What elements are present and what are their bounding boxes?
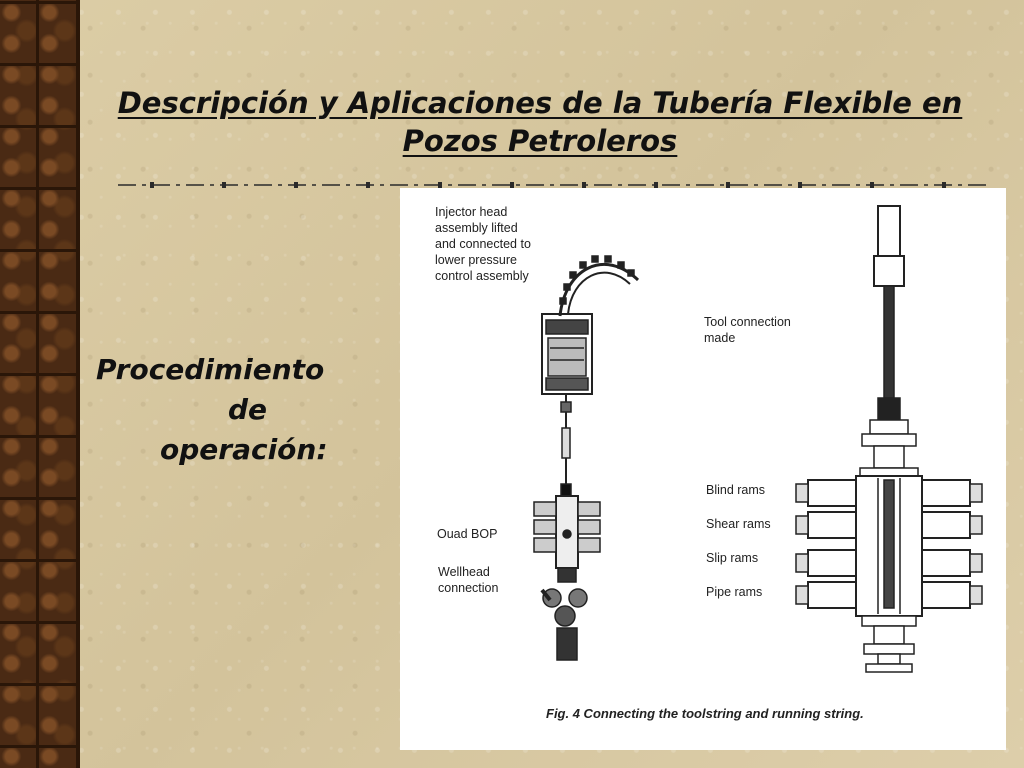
dashed-divider	[118, 182, 992, 188]
left-assembly-drawing	[533, 255, 640, 661]
slip-rams-label: Slip rams	[706, 551, 759, 565]
title-line-2: Pozos Petroleros	[402, 124, 678, 158]
tool-connection-label: Tool connection made	[704, 315, 791, 345]
side-heading-line-3: operación:	[160, 433, 328, 466]
slide-title: Descripción y Aplicaciones de la Tubería…	[90, 84, 990, 160]
equipment-diagram	[533, 205, 983, 673]
shear-rams-label: Shear rams	[706, 517, 771, 531]
blind-rams-label: Blind rams	[706, 483, 766, 497]
wood-border	[0, 0, 80, 768]
side-heading-line-2: de	[228, 393, 268, 426]
side-heading-line-1: Procedimiento	[96, 353, 325, 386]
figure-caption: Fig. 4 Connecting the toolstring and run…	[546, 706, 864, 721]
quad-bop-label: Ouad BOP	[437, 527, 498, 541]
pipe-rams-label: Pipe rams	[706, 585, 763, 599]
side-heading: Procedimiento de operación:	[90, 350, 340, 470]
right-assembly-drawing	[795, 205, 983, 673]
injector-head-label: Injector head assembly lifted and connec…	[435, 205, 531, 283]
wellhead-label: Wellhead connection	[438, 565, 499, 595]
title-line-1: Descripción y Aplicaciones de la Tubería…	[117, 86, 963, 120]
coiled-tubing-figure: Injector head assembly lifted and connec…	[400, 188, 1006, 750]
